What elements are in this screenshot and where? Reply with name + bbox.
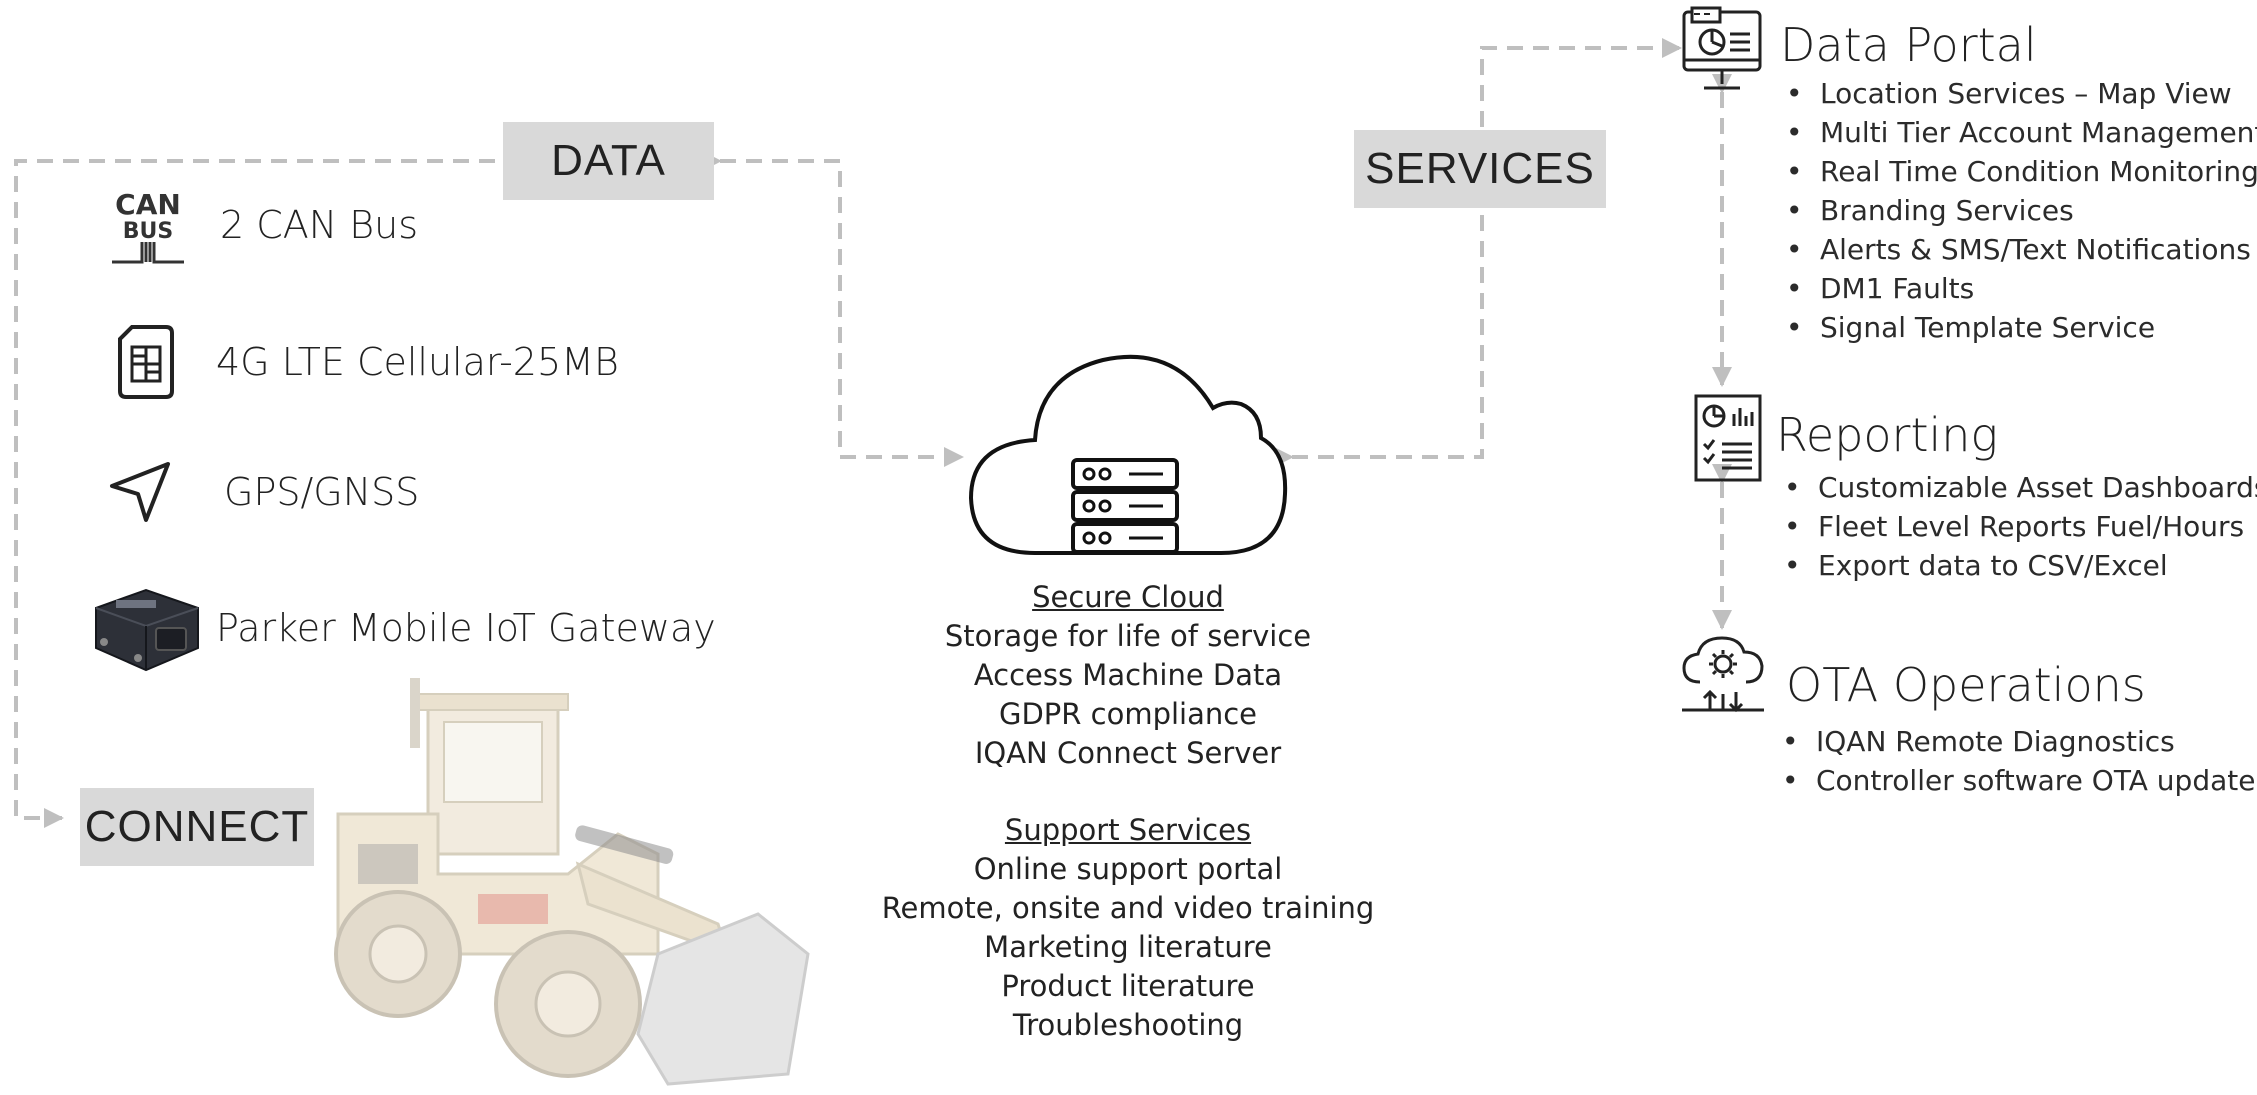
list-item: DM1 Faults (1786, 269, 2257, 308)
reporting-bullets: Customizable Asset Dashboards Fleet Leve… (1784, 468, 2257, 585)
secure-cloud-heading: Secure Cloud (1032, 580, 1224, 614)
svg-text:BUS: BUS (123, 219, 173, 244)
list-item: Alerts & SMS/Text Notifications (1786, 230, 2257, 269)
support-item: Online support portal (973, 852, 1283, 886)
connector-data-connect (14, 159, 495, 828)
panel-title-reporting: Reporting (1776, 408, 1999, 462)
gateway-device-icon (95, 588, 199, 672)
feature-gateway: Parker Mobile IoT Gateway (86, 578, 716, 678)
navigation-arrow-icon (110, 462, 170, 522)
connector-data-cloud (702, 151, 964, 467)
list-item: Multi Tier Account Management (1786, 113, 2257, 152)
svg-text:CAN: CAN (115, 188, 181, 221)
sim-card-icon (118, 325, 174, 399)
connector-cloud-services (1274, 38, 1682, 467)
wheel-loader-illustration (334, 678, 810, 1086)
list-item: Customizable Asset Dashboards (1784, 468, 2257, 507)
ota-bullets: IQAN Remote Diagnostics Controller softw… (1782, 722, 2257, 800)
cloud-item: Access Machine Data (973, 658, 1283, 692)
feature-label: 4G LTE Cellular-25MB (216, 340, 619, 384)
cloud-item: Storage for life of service (944, 619, 1312, 653)
support-services-heading: Support Services (1004, 813, 1252, 847)
list-item: Fleet Level Reports Fuel/Hours (1784, 507, 2257, 546)
services-label: SERVICES (1354, 130, 1606, 208)
list-item: Controller software OTA updates (1782, 761, 2257, 800)
can-bus-icon: CAN BUS (112, 188, 184, 264)
feature-label: 2 CAN Bus (220, 203, 419, 247)
feature-label: Parker Mobile IoT Gateway (216, 606, 716, 650)
support-item: Remote, onsite and video training (881, 891, 1375, 925)
monitor-dashboard-icon (1682, 6, 1762, 90)
list-item: Export data to CSV/Excel (1784, 546, 2257, 585)
feature-cellular: 4G LTE Cellular-25MB (116, 323, 619, 401)
cloud-gear-icon (1682, 636, 1764, 713)
data-label: DATA (503, 122, 714, 200)
report-clipboard-icon (1694, 394, 1762, 482)
data-portal-bullets: Location Services – Map View Multi Tier … (1786, 74, 2257, 347)
feature-label: GPS/GNSS (224, 470, 420, 514)
support-item: Troubleshooting (1012, 1008, 1244, 1042)
cloud-server-icon (968, 354, 1288, 555)
list-item: Signal Template Service (1786, 308, 2257, 347)
cloud-description: Secure Cloud Storage for life of service… (848, 578, 1408, 1045)
panel-title-data-portal: Data Portal (1780, 18, 2037, 72)
list-item: Branding Services (1786, 191, 2257, 230)
support-item: Marketing literature (984, 930, 1272, 964)
connect-label: CONNECT (80, 788, 314, 866)
support-item: Product literature (1001, 969, 1255, 1003)
feature-gps: GPS/GNSS (108, 460, 419, 524)
list-item: IQAN Remote Diagnostics (1782, 722, 2257, 761)
list-item: Location Services – Map View (1786, 74, 2257, 113)
cloud-item: IQAN Connect Server (974, 736, 1282, 770)
list-item: Real Time Condition Monitoring (1786, 152, 2257, 191)
cloud-item: GDPR compliance (998, 697, 1258, 731)
feature-can-bus: CAN BUS 2 CAN Bus (108, 184, 418, 266)
panel-title-ota-operations: OTA Operations (1786, 658, 2146, 712)
